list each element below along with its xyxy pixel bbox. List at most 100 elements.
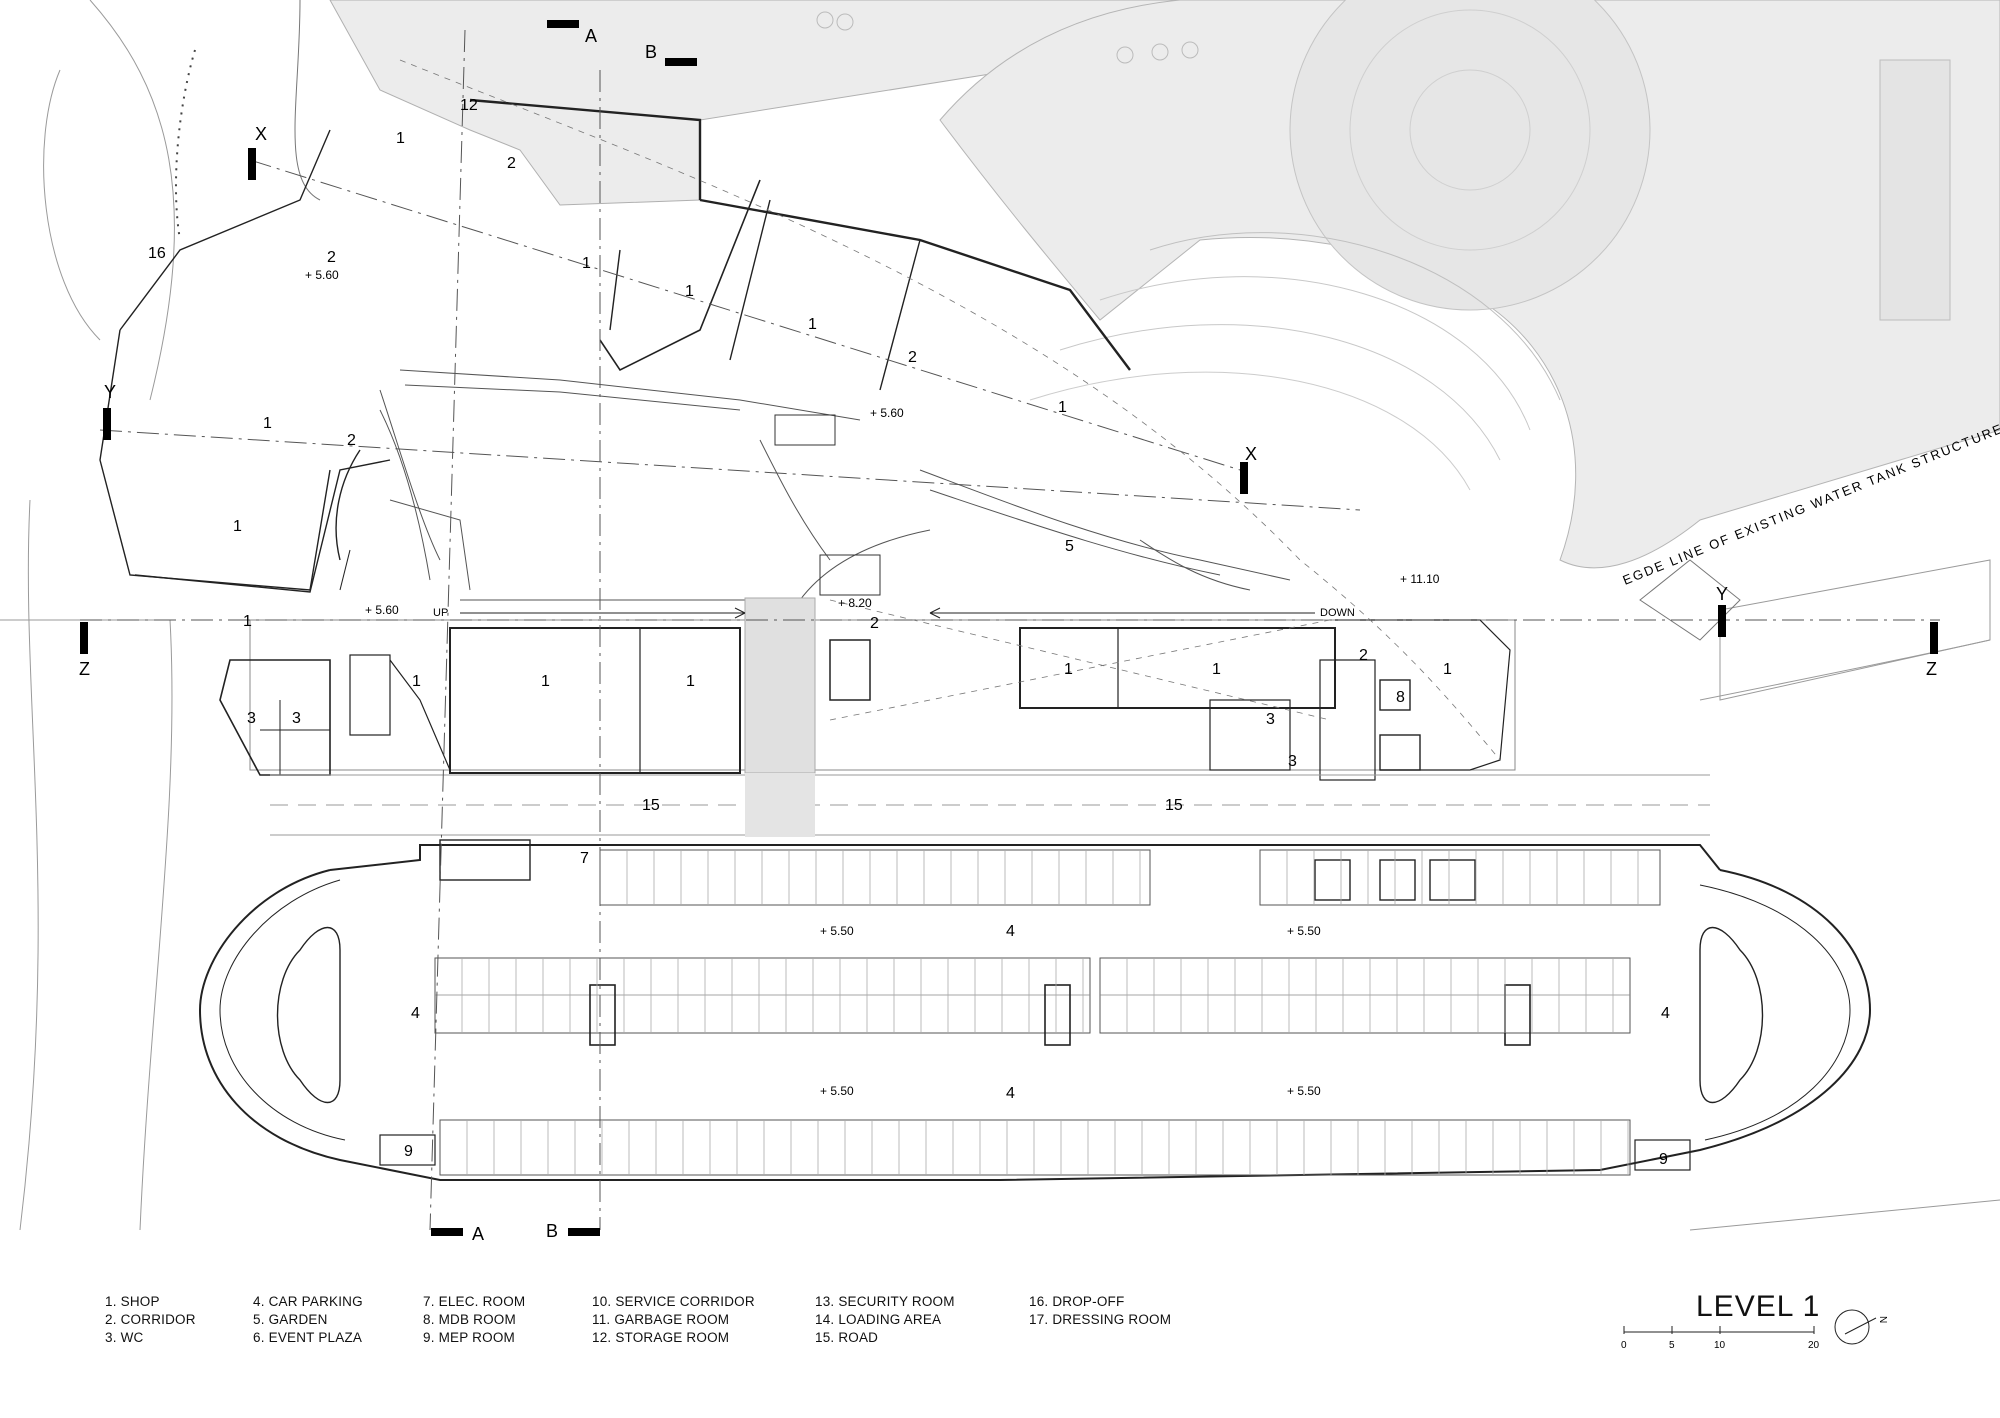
legend-column: 4. CAR PARKING 5. GARDEN 6. EVENT PLAZA: [253, 1293, 363, 1347]
section-marker-B-top: B: [645, 42, 657, 62]
legend-item: 12. STORAGE ROOM: [592, 1330, 730, 1345]
room-tag: 1: [541, 673, 550, 690]
level-mark: + 5.50: [1287, 924, 1321, 938]
room-tag: 1: [412, 673, 421, 690]
legend-item: 3. WC: [105, 1330, 144, 1345]
legend-item: 8. MDB ROOM: [423, 1312, 516, 1327]
garden-terraces: [379, 369, 1291, 601]
legend-item: 17. DRESSING ROOM: [1029, 1312, 1172, 1327]
room-tag: 9: [1659, 1151, 1668, 1168]
north-arrow-icon: N: [1834, 1309, 1888, 1345]
legend-item: 1. SHOP: [105, 1294, 160, 1309]
room-tag: 16: [148, 245, 166, 262]
up-label: UP: [433, 607, 448, 619]
level-mark: + 5.60: [305, 268, 339, 282]
section-marker-X-right: X: [1245, 444, 1257, 464]
room-tag: 3: [1288, 753, 1297, 770]
room-tag: 2: [870, 615, 879, 632]
room-tag: 2: [908, 349, 917, 366]
legend-item: 7. ELEC. ROOM: [423, 1294, 526, 1309]
room-tag: 1: [808, 316, 817, 333]
level-mark: + 5.50: [820, 924, 854, 938]
section-marker-Z-right: Z: [1926, 659, 1937, 679]
room-tag: 4: [1006, 923, 1015, 940]
room-tag: 1: [243, 613, 252, 630]
room-tag: 5: [1065, 538, 1074, 555]
legend-item: 9. MEP ROOM: [423, 1330, 515, 1345]
section-marker-A-bottom: A: [472, 1224, 484, 1244]
room-tag: 3: [247, 710, 256, 727]
legend-item: 2. CORRIDOR: [105, 1312, 196, 1327]
room-tag: 1: [685, 283, 694, 300]
room-tag: 1: [396, 130, 405, 147]
level-mark: + 11.10: [1400, 572, 1440, 586]
legend-column: 1. SHOP 2. CORRIDOR 3. WC: [105, 1293, 196, 1347]
room-tag: 1: [1058, 399, 1067, 416]
circulation-arrows: UP DOWN: [433, 607, 1355, 619]
legend-item: 16. DROP-OFF: [1029, 1294, 1125, 1309]
legend-column: 16. DROP-OFF 17. DRESSING ROOM: [1029, 1293, 1171, 1329]
room-tag: 1: [263, 415, 272, 432]
level-mark: + 5.60: [870, 406, 904, 420]
room-tag: 9: [404, 1143, 413, 1160]
room-tag: 4: [1006, 1085, 1015, 1102]
legend-column: 7. ELEC. ROOM 8. MDB ROOM 9. MEP ROOM: [423, 1293, 525, 1347]
legend-item: 13. SECURITY ROOM: [815, 1294, 955, 1309]
legend-item: 10. SERVICE CORRIDOR: [592, 1294, 755, 1309]
room-tag: 3: [1266, 711, 1275, 728]
level-mark: + 8.20: [838, 596, 872, 610]
room-tag: 3: [292, 710, 301, 727]
scale-tick: 0: [1621, 1340, 1627, 1351]
room-tag: 2: [327, 249, 336, 266]
level-mark: + 5.50: [820, 1084, 854, 1098]
room-tag: 2: [347, 432, 356, 449]
scale-tick: 20: [1808, 1340, 1820, 1351]
upper-shops: [99, 98, 1131, 593]
legend-item: 5. GARDEN: [253, 1312, 328, 1327]
north-label: N: [1877, 1316, 1888, 1323]
scale-tick: 5: [1669, 1340, 1675, 1351]
grid-dashes: [399, 59, 1501, 761]
legend-column: 10. SERVICE CORRIDOR 11. GARBAGE ROOM 12…: [592, 1293, 755, 1347]
room-tag: 12: [460, 97, 478, 114]
room-tag: 8: [1396, 689, 1405, 706]
scale-bar: 0 5 10 20: [1621, 1326, 1820, 1351]
title-block: LEVEL 1: [1620, 1290, 1880, 1380]
section-marker-Z-left: Z: [79, 659, 90, 679]
room-tag: 15: [1165, 797, 1183, 814]
down-label: DOWN: [1320, 607, 1355, 619]
level-mark: + 5.60: [365, 603, 399, 617]
legend-column: 13. SECURITY ROOM 14. LOADING AREA 15. R…: [815, 1293, 955, 1347]
site-landscape: [0, 0, 2000, 1231]
section-markers: A B A B X X Y Y Z Z: [79, 20, 1938, 1244]
room-tag: 1: [686, 673, 695, 690]
legend-item: 4. CAR PARKING: [253, 1294, 363, 1309]
room-tag: 2: [507, 155, 516, 172]
legend-item: 14. LOADING AREA: [815, 1312, 942, 1327]
section-marker-B-bottom: B: [546, 1221, 558, 1241]
section-marker-X-left: X: [255, 124, 267, 144]
existing-buildings: [329, 0, 2000, 569]
section-marker-Y-left: Y: [104, 382, 116, 402]
parking-deck: [198, 839, 1872, 1181]
room-tag: 1: [1064, 661, 1073, 678]
road: [270, 773, 1710, 837]
drawing-title: LEVEL 1: [1696, 1290, 1821, 1323]
section-marker-A-top: A: [585, 26, 597, 46]
room-tag: 2: [1359, 647, 1368, 664]
room-tag: 1: [233, 518, 242, 535]
room-tag: 1: [1443, 661, 1452, 678]
section-marker-Y-right: Y: [1716, 584, 1728, 604]
legend-item: 15. ROAD: [815, 1330, 879, 1345]
room-tag: 4: [1661, 1005, 1670, 1022]
room-tag: 7: [580, 850, 589, 867]
room-tag: 1: [582, 255, 591, 272]
room-tags: 1 1 1 1 1 1 1 1 1 1 1 1 1 1 2 2 2 2 2 2 …: [148, 97, 1670, 1168]
room-tag: 1: [1212, 661, 1221, 678]
level-mark: + 5.50: [1287, 1084, 1321, 1098]
parking-stall-grid: [461, 850, 1639, 1175]
level-marks: + 5.60 + 5.60 + 5.60 + 8.20 + 11.10 + 5.…: [305, 268, 1440, 1098]
legend-item: 11. GARBAGE ROOM: [592, 1312, 730, 1327]
